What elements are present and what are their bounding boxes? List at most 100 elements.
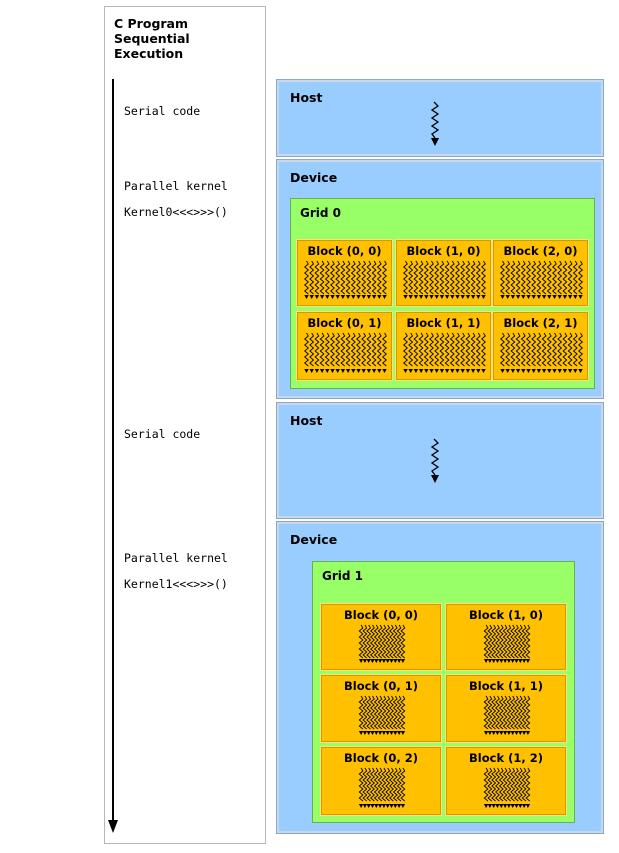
thread-arrowhead [506,659,512,663]
thread-wave [541,260,547,295]
thread-arrowhead [393,659,398,663]
block-label: Block (0, 1) [307,316,382,330]
thread-wave [400,767,406,802]
host-title-1: Host [290,90,323,105]
thread-arrowhead [377,659,383,663]
thread-arrowhead [547,295,552,299]
thread-arrowhead [374,731,379,735]
thread-arrowhead [304,369,309,373]
thread-wave [525,260,532,295]
thread-wave [400,624,406,659]
thread-arrowhead [385,731,390,735]
thread-arrowhead [525,804,531,808]
block-label: Block (0, 0) [307,244,382,258]
thread-arrowhead [536,369,542,373]
thread-arrowhead [413,369,419,373]
thread-arrowhead [495,731,500,735]
timeline-arrow-icon [108,79,118,833]
thread-arrowhead [483,731,489,735]
thread-arrowhead [514,659,519,663]
thread-arrowhead [470,369,476,373]
grid-0-block-0-0: Block (0, 0) [296,239,393,307]
thread-wave [366,624,372,659]
grid-1-block-0-0: Block (0, 0) [320,603,442,671]
thread-arrowhead [358,804,364,808]
thread-wave [510,332,516,367]
thread-wave [319,332,325,367]
thread-wave [428,260,435,295]
block-label: Block (0, 0) [344,608,418,622]
thread-arrowhead [502,804,508,808]
thread-arrowhead [396,731,402,735]
thread-arrowhead [506,804,512,808]
thread-wave [520,260,526,295]
thread-arrowhead [389,731,394,735]
thread-arrowhead [381,804,387,808]
thread-arrowhead [521,295,526,299]
thread-arrowhead [434,295,439,299]
thread-arrowhead [495,804,500,808]
thread-wave [551,332,558,367]
thread-arrowhead [370,804,375,808]
thread-wave [385,767,391,802]
thread-arrowhead [377,804,383,808]
thread-wave [572,260,578,295]
thread-wave [521,624,527,659]
thread-arrowhead [460,295,465,299]
thread-wave [449,260,455,295]
thread-wave [355,260,362,295]
thread-arrowhead [366,731,371,735]
thread-wave [531,260,537,295]
thread-arrowhead [557,369,562,373]
thread-arrowhead [304,295,309,299]
thread-wave [434,332,440,367]
thread-arrowhead [483,804,489,808]
thread-arrowhead [525,659,531,663]
thread-wave [517,767,523,802]
timeline-title-line-1: C Program [114,16,189,31]
thread-arrowhead [536,295,542,299]
thread-wave [505,260,511,295]
wavy-down-arrow-icon [430,101,440,146]
thread-arrowhead [381,659,387,663]
thread-wave [373,624,379,659]
thread-wave [362,624,368,659]
thread-arrowhead [389,659,394,663]
thread-wave [402,332,409,367]
grid-1-block-1-1: Block (1, 1) [445,674,567,743]
thread-wave [491,767,497,802]
thread-wave [423,332,429,367]
kernel1-call-label: Kernel1<<<>>>() [124,577,228,591]
thread-arrowhead [377,369,382,373]
thread-arrowhead [370,731,375,735]
thread-arrowhead [393,804,398,808]
thread-arrowhead [396,804,402,808]
grid-0-block-2-1: Block (2, 1) [492,311,589,381]
thread-wave [381,624,387,659]
thread-wave [402,260,409,295]
grid-0-block-1-1: Block (1, 1) [395,311,492,381]
thread-wave [525,332,532,367]
host-title-2: Host [290,413,323,428]
thread-arrowhead [510,369,516,373]
grid-1-block-1-2: Block (1, 2) [445,746,567,816]
thread-wave [483,767,489,802]
thread-arrowhead [526,295,531,299]
block-label: Block (0, 1) [344,679,418,693]
grid-0: Grid 0 Block (0, 0) Block (1, 0) Block (… [290,198,595,389]
thread-arrowhead [393,731,398,735]
thread-arrowhead [319,369,325,373]
thread-wave [358,624,364,659]
thread-arrowhead [450,295,455,299]
thread-arrowhead [515,369,521,373]
thread-arrows-icon [303,260,388,299]
thread-wave [324,260,330,295]
kernel0-call-label: Kernel0<<<>>>() [124,205,228,219]
thread-arrowhead [505,295,510,299]
thread-arrowhead [418,295,424,299]
thread-wave [400,695,406,730]
block-label: Block (0, 2) [344,751,418,765]
thread-wave [515,332,521,367]
thread-arrowhead [366,295,372,299]
thread-wave [494,624,501,659]
